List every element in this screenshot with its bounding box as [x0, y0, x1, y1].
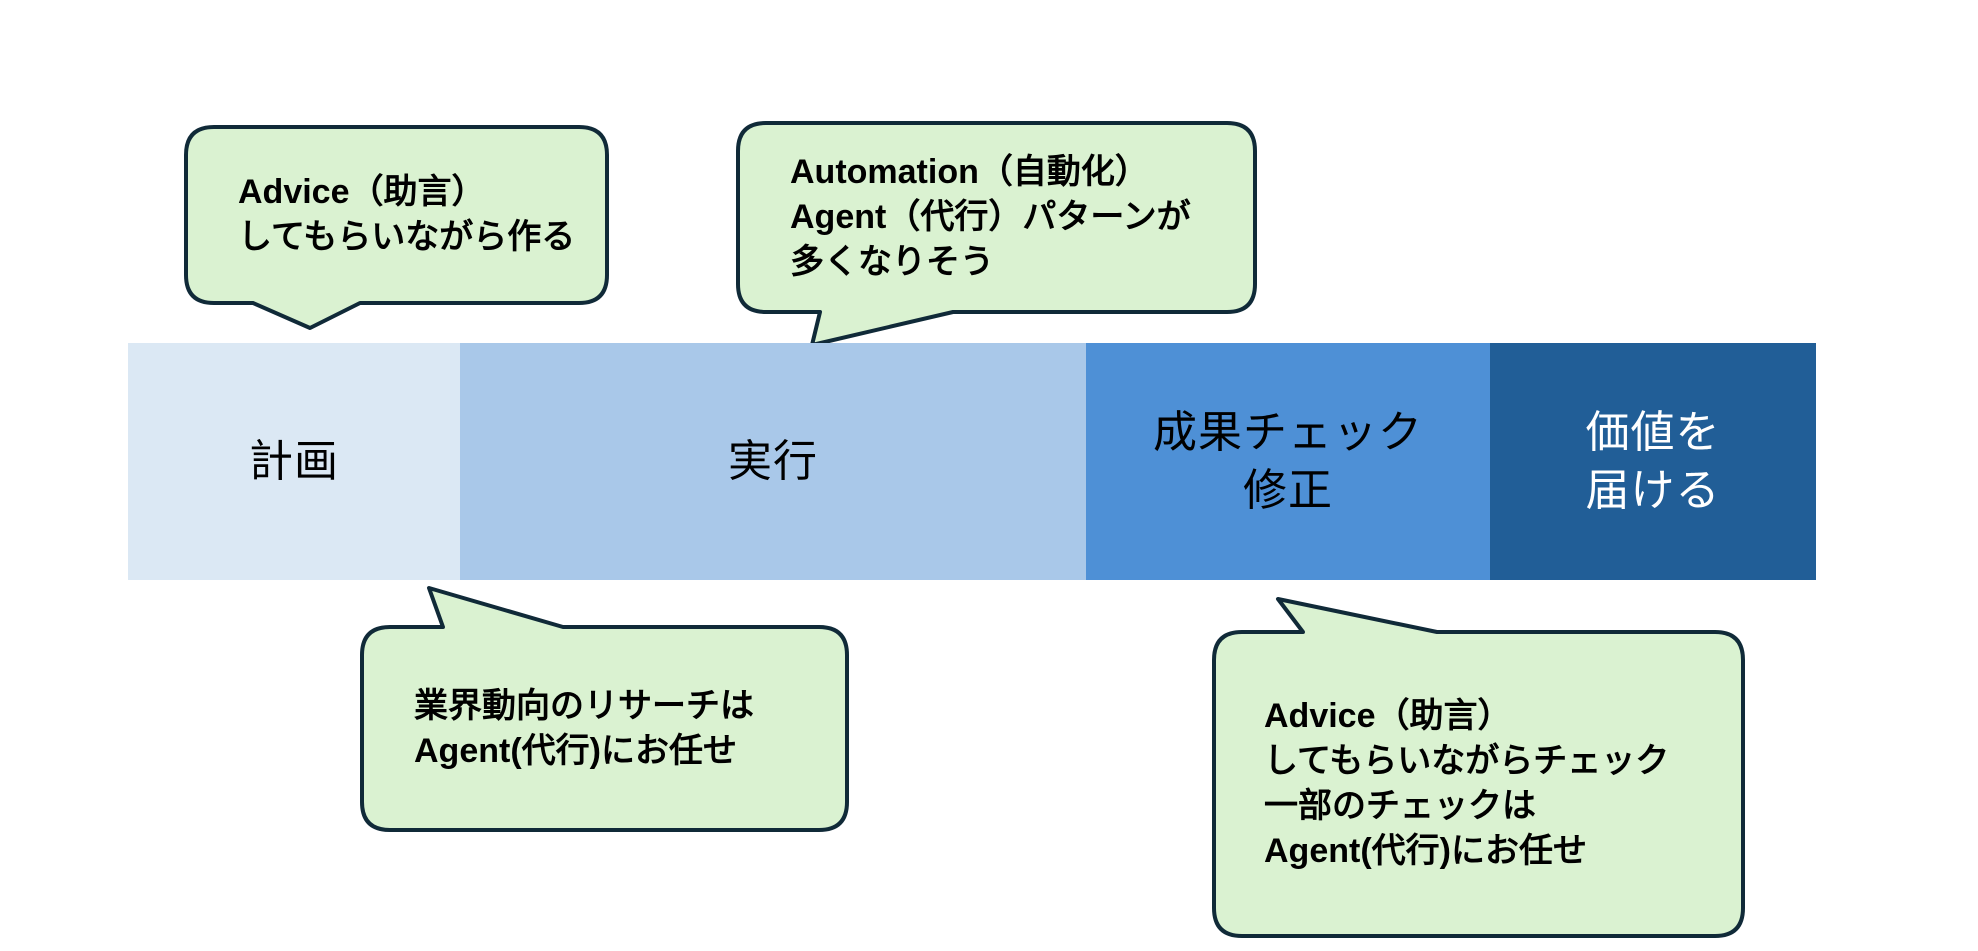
bar-segment-deliver-label-line1: 価値を	[1585, 407, 1721, 457]
callout-top-middle-line1: Automation（自動化）	[790, 153, 1149, 191]
callout-top-left-text: Advice（助言） してもらいながら作る	[238, 127, 575, 303]
bar-segment-execute-label: 実行	[728, 436, 818, 486]
callout-top-left-line1: Advice（助言）	[238, 173, 486, 211]
bar-segment-execute: 実行	[460, 343, 1086, 580]
bar-segment-check-label-line1: 成果チェック	[1153, 407, 1423, 457]
bar-segment-deliver: 価値を 届ける	[1490, 343, 1816, 580]
callout-bottom-right-line4: Agent(代行)にお任せ	[1264, 832, 1587, 870]
callout-bottom-left-line2: Agent(代行)にお任せ	[414, 731, 737, 770]
callout-bottom-right-line1: Advice（助言）	[1264, 697, 1512, 735]
bar-segment-plan-label: 計画	[249, 436, 339, 486]
callout-top-middle-text: Automation（自動化） Agent（代行）パターンが 多くなりそう	[790, 123, 1191, 312]
bar-segment-deliver-label-line2: 届ける	[1585, 465, 1721, 515]
callout-top-middle-line3: 多くなりそう	[790, 243, 994, 281]
callout-bottom-left-text: 業界動向のリサーチは Agent(代行)にお任せ	[414, 627, 754, 830]
callout-top-left-shape	[184, 125, 609, 330]
callout-bottom-right-line2: してもらいながらチェック	[1264, 742, 1670, 780]
callout-top-middle-shape	[736, 121, 1257, 347]
callout-top-middle-line2: Agent（代行）パターンが	[790, 198, 1191, 236]
callout-bottom-right-text: Advice（助言） してもらいながらチェック 一部のチェックは Agent(代…	[1264, 632, 1669, 936]
callout-bottom-left-line1: 業界動向のリサーチは	[414, 686, 754, 725]
callout-bottom-left-shape	[360, 586, 849, 832]
bar-segment-check: 成果チェック 修正	[1086, 343, 1490, 580]
bar-segment-check-label-line2: 修正	[1243, 465, 1333, 515]
callout-top-left-line2: してもらいながら作る	[238, 218, 576, 256]
callout-bottom-right-line3: 一部のチェックは	[1264, 787, 1536, 825]
callout-bottom-right-shape	[1212, 597, 1745, 938]
bar-segment-plan: 計画	[128, 343, 460, 580]
